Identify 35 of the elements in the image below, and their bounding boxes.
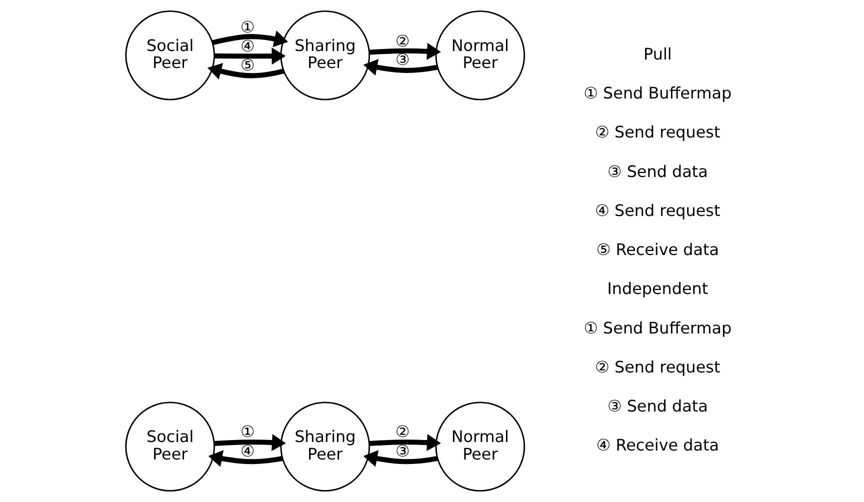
arrow <box>369 434 441 452</box>
label: ④ Receive data <box>596 436 719 455</box>
node-circle: Sharing Peer <box>280 402 370 492</box>
edge-label: ④ <box>240 36 255 56</box>
arrow <box>208 450 283 467</box>
edge-label: ① <box>240 422 255 441</box>
label: ④ Send request <box>595 200 720 220</box>
label: ② Send request <box>595 122 720 142</box>
edge-label: ① <box>240 18 255 37</box>
arrow <box>207 63 284 80</box>
node-circle: Social Peer <box>125 10 215 100</box>
label: Pull <box>644 44 672 64</box>
label: ① Send Buffermap <box>584 84 732 103</box>
arrow <box>363 58 438 76</box>
edge-label: ② <box>396 31 410 50</box>
arrow <box>369 42 441 60</box>
arrow <box>214 434 286 452</box>
label: ⑤ Receive data <box>596 240 719 260</box>
edge-label: ④ <box>240 441 255 460</box>
edge-label: ② <box>396 422 410 441</box>
label: ② Send request <box>595 357 720 376</box>
arrow <box>214 48 286 65</box>
edge-label: ③ <box>396 441 410 460</box>
label: ③ Send data <box>608 162 708 181</box>
arrow <box>363 450 438 467</box>
node-circle: Normal Peer <box>435 10 526 100</box>
label: ③ Send data <box>608 396 708 416</box>
node-circle: Sharing Peer <box>280 10 370 100</box>
edge-label: ③ <box>396 50 410 70</box>
label: Independent <box>607 279 708 298</box>
edge-label: ⑤ <box>240 55 255 74</box>
arrow <box>212 30 288 48</box>
label: ① Send Buffermap <box>584 318 732 338</box>
node-circle: Social Peer <box>125 402 215 492</box>
node-circle: Normal Peer <box>435 402 526 492</box>
